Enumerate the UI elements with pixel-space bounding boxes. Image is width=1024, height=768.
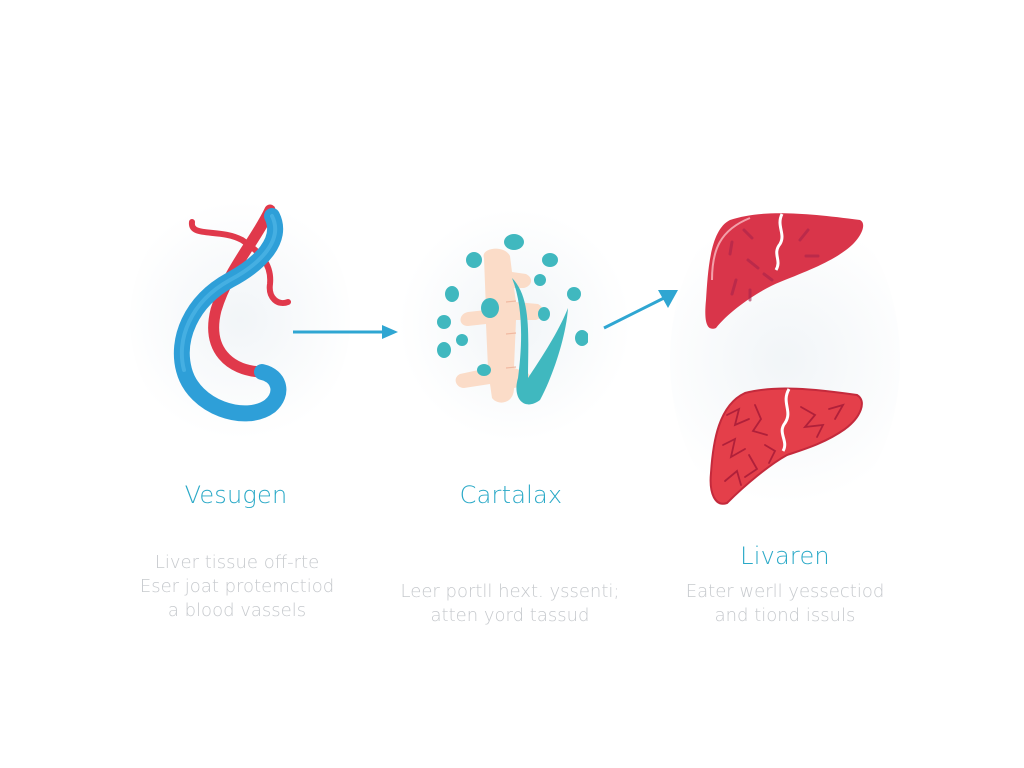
stage-caption-livaren: Eater werll yessectiod and tiond issuls (660, 580, 910, 628)
liver-icon (705, 213, 864, 329)
stage-caption-cartalax: Leer portll hext. yssenti; atten yord ta… (385, 580, 635, 628)
liver-tissue-icon (709, 387, 863, 505)
stage-caption-vesugen: Liver tissue off-rte Eser joat protemcti… (112, 551, 362, 623)
caption-line: Eater werll yessectiod (685, 581, 885, 602)
cartilage-cells-icon (437, 234, 588, 405)
stage-title-livaren: Livaren (740, 542, 830, 570)
caption-line: and tiond issuls (714, 605, 856, 626)
caption-line: Liver tissue off-rte (154, 552, 320, 573)
arrow-up-right-icon (603, 290, 678, 330)
arrow-right-icon (293, 325, 398, 339)
caption-line: Leer portll hext. yssenti; (400, 581, 620, 602)
caption-line: atten yord tassud (430, 605, 590, 626)
stage-title-cartalax: Cartalax (459, 481, 563, 509)
stage-title-vesugen: Vesugen (184, 481, 288, 509)
caption-line: a blood vassels (167, 600, 307, 621)
caption-line: Eser joat protemctiod (139, 576, 335, 597)
blood-vessels-icon (173, 204, 291, 422)
